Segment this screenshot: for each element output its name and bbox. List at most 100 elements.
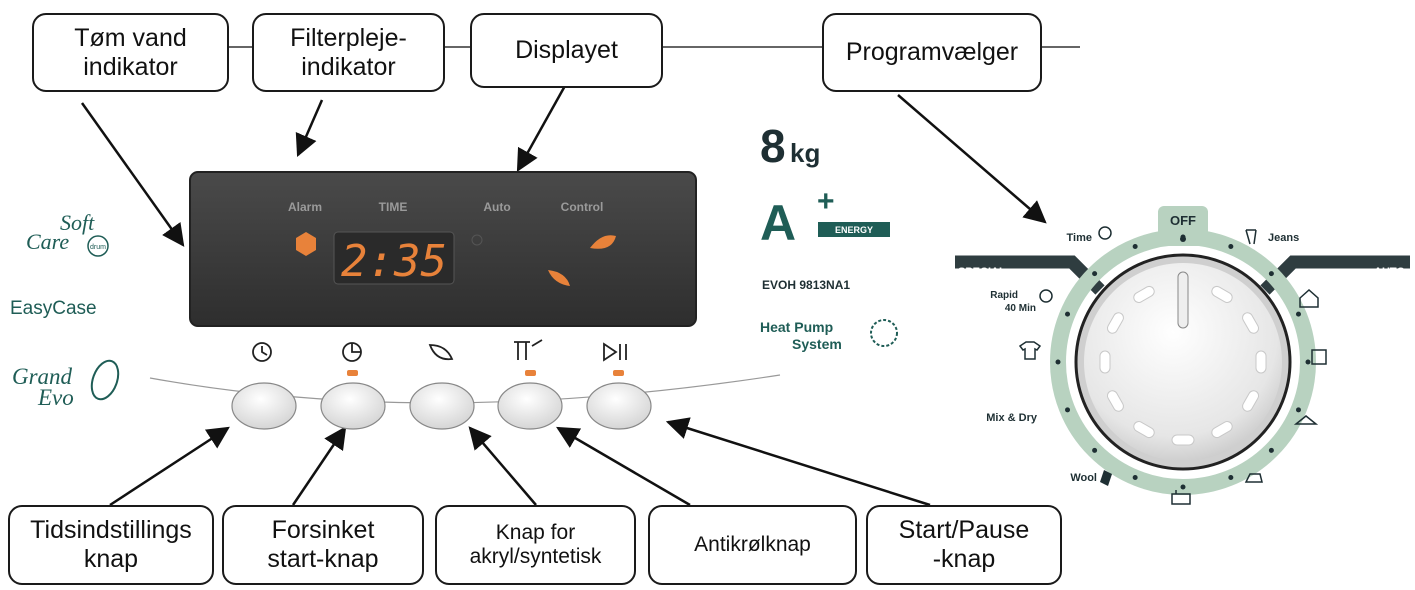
dial-auto-label: AUTO <box>1374 266 1405 278</box>
synthetic-leaf-icon <box>428 344 454 361</box>
time-button[interactable] <box>231 382 297 430</box>
dial-position-dot <box>1055 359 1061 365</box>
callout-text: start-knap <box>267 545 379 573</box>
display-label-alarm: Alarm <box>288 200 322 214</box>
dial-rapid-icon <box>1039 289 1053 303</box>
dial-wool-icon <box>1100 470 1112 486</box>
dial-rapid-label-1: Rapid <box>990 290 1018 301</box>
dial-iron-icon <box>1244 473 1263 483</box>
anti-crease-led <box>525 370 536 376</box>
dial-knob <box>1084 263 1282 461</box>
spec-labels: 8 kg A + ENERGY EVOH 9813NA1 Heat Pump S… <box>760 120 898 352</box>
callout-text: Knap for <box>495 520 576 544</box>
dial-pointer <box>1177 271 1189 329</box>
energy-plus: + <box>817 185 835 218</box>
alarm-led-icon <box>296 232 316 256</box>
dial-off-tab <box>1158 206 1208 246</box>
dial-position-dot <box>1268 271 1274 277</box>
dial-jeans-label: Jeans <box>1268 232 1299 244</box>
arrow-antikrol <box>556 426 691 507</box>
dial-tick <box>1211 285 1233 303</box>
dial-tick <box>1099 350 1111 374</box>
display-label-time: TIME <box>379 200 408 214</box>
model-number: EVOH 9813NA1 <box>762 278 850 292</box>
energy-class: A <box>760 195 796 251</box>
dial-position-dot <box>1065 311 1071 317</box>
delay-start-led <box>347 370 358 376</box>
dial-position-dots <box>1055 234 1311 490</box>
callout-text: Filterpleje- <box>290 23 407 52</box>
dial-tick <box>1211 421 1233 439</box>
dial-position-dot <box>1180 234 1186 240</box>
dial-position-dot <box>1228 474 1234 480</box>
grand-evo-swoosh <box>90 359 120 401</box>
capacity-unit: kg <box>790 138 820 168</box>
dial-position-dot <box>1295 311 1301 317</box>
start-pause-icon <box>603 342 627 362</box>
callout-text: akryl/syntetisk <box>469 545 602 568</box>
dial-mix-dry-label: Mix & Dry <box>986 412 1038 424</box>
dial-tick <box>1242 312 1260 334</box>
callout-text: indikator <box>83 52 178 81</box>
arrow-akryl <box>468 426 537 506</box>
dial-position-dot <box>1065 407 1071 413</box>
dial-position-dot <box>1228 244 1234 250</box>
callout-text: Forsinket <box>271 516 375 545</box>
dial-rapid-label-2: 40 Min <box>1005 303 1036 314</box>
energy-label: ENERGY <box>835 225 873 235</box>
callout-text: Displayet <box>515 36 618 65</box>
arrow-start-pause <box>665 417 931 507</box>
control-leaf-icon <box>590 235 616 249</box>
button-icons <box>252 339 627 362</box>
control-buttons <box>231 382 652 430</box>
callout-displayet: Displayet <box>470 13 663 88</box>
auto-indicator-dot <box>471 234 483 246</box>
start-pause-button[interactable] <box>586 382 652 430</box>
dial-position-dot <box>1305 359 1311 365</box>
brand-drum: drum <box>90 244 106 251</box>
dial-tick <box>1255 350 1267 374</box>
brand-logos: Soft Care drum EasyCase Grand Evo <box>10 210 120 410</box>
brand-easy-case: EasyCase <box>10 298 97 319</box>
energy-bar <box>818 222 890 237</box>
dial-time-label: Time <box>1067 232 1092 244</box>
annotation-arrows <box>80 83 1047 507</box>
segment-display-frame <box>333 231 455 285</box>
dial-position-dot <box>1132 244 1138 250</box>
dial-towel-icon <box>1171 490 1191 505</box>
dial-tick <box>1106 390 1124 412</box>
callout-text: Antikrølknap <box>694 532 811 556</box>
dial-position-dot <box>1268 447 1274 453</box>
dial-position-dot <box>1180 484 1186 490</box>
drum-logo <box>87 235 109 257</box>
anti-crease-button[interactable] <box>497 382 563 430</box>
arrow-forsinket <box>291 426 347 506</box>
brand-grand: Grand <box>12 364 73 389</box>
arrow-displayet <box>516 83 568 172</box>
dial-wool-label: Wool <box>1070 472 1097 484</box>
callout-antikrolknap: Antikrølknap <box>648 505 857 585</box>
callout-text: knap <box>83 545 139 573</box>
delay-start-button[interactable] <box>320 382 386 430</box>
auto-leaf-icon <box>548 270 570 286</box>
dial-off-label: OFF <box>1170 213 1196 228</box>
callout-text: indikator <box>301 52 396 81</box>
synthetic-button[interactable] <box>409 382 475 430</box>
arrow-tidsindstilling <box>109 426 230 507</box>
capacity-number: 8 <box>760 120 786 172</box>
dial-position-dot <box>1295 407 1301 413</box>
button-leds <box>347 370 624 376</box>
callout-programvaelger: Programvælger <box>822 13 1042 92</box>
dial-position-dot <box>1132 474 1138 480</box>
callout-text: -knap <box>932 545 996 573</box>
dial-position-dot <box>1092 271 1098 277</box>
anti-crease-icon <box>514 339 543 360</box>
dial-time-icon <box>1098 226 1112 240</box>
dial-shirt-icon <box>1018 341 1042 360</box>
brand-soft: Soft <box>60 210 95 235</box>
dial-tick <box>1242 390 1260 412</box>
program-dial: SPECIAL AUTO OFF Time Jeans Rapid 40 Min… <box>955 206 1410 505</box>
